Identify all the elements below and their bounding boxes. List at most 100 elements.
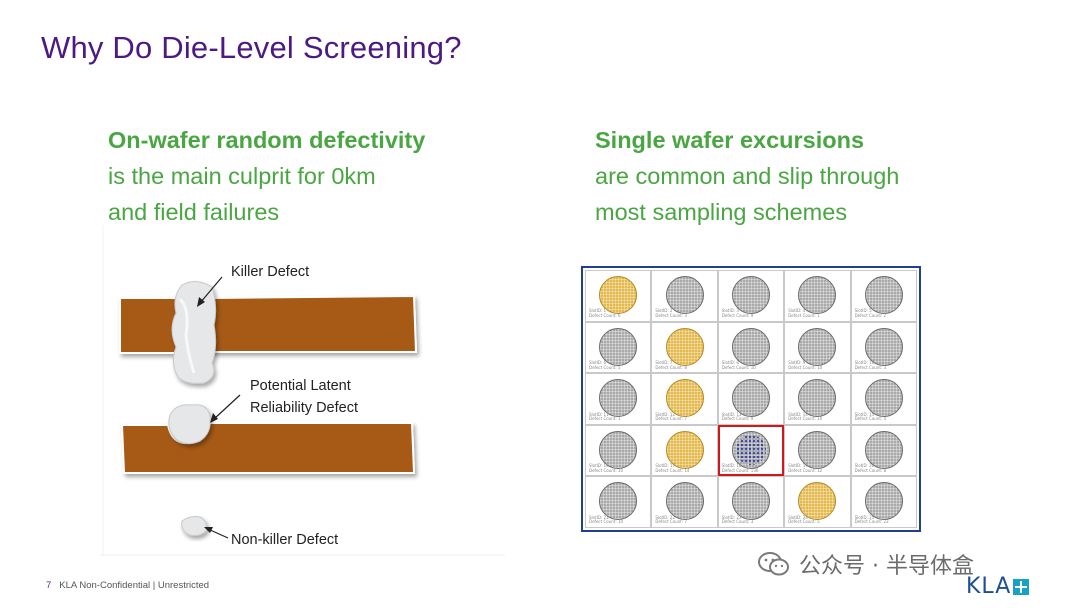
wafer-map-icon [599, 327, 638, 366]
wafer-map-icon [798, 379, 837, 418]
slide-title: Why Do Die-Level Screening? [41, 30, 462, 65]
non-killer-defect-shape [181, 516, 207, 536]
killer-defect-shape [171, 281, 217, 384]
left-lead-text: On-wafer random defectivity [108, 127, 426, 153]
wafer-defect-count: Defect Count: 7 [655, 519, 687, 525]
wafer-slot-id: SlotID: 21 [589, 514, 609, 520]
latent-defect-shape [168, 404, 211, 445]
wafer-slot-id: SlotID: 8 [721, 360, 739, 365]
wafer-defect-count: Defect Count: 3 [721, 519, 754, 525]
left-column-text: On-wafer random defectivity is the main … [108, 122, 425, 230]
wafer-defect-count: Defect Count: 14 [655, 467, 690, 473]
kla-logo-text: KLA [966, 574, 1012, 599]
wafer-slot-id: SlotID: 13 [721, 411, 742, 417]
wafer-defect-count: Defect Count: 22 [854, 519, 889, 525]
wafer-defect-count: Defect Count: 1 [589, 416, 621, 422]
page-number: 7 [46, 580, 52, 591]
kla-logo: KLA [966, 574, 1030, 599]
plus-icon [1013, 578, 1030, 595]
wafer-map-icon [864, 482, 903, 521]
wafer-defect-count: Defect Count: 4 [854, 416, 887, 422]
wafer-slot-id: SlotID: 1 [589, 308, 607, 314]
wafer-map-icon [864, 379, 903, 418]
wafer-slot-id: SlotID: 20 [854, 463, 875, 469]
wafer-map-icon [864, 327, 903, 366]
wafer-slot-id: SlotID: 7 [655, 360, 673, 365]
wafer-map-icon [599, 482, 638, 521]
wafer-defect-count: Defect Count: 5 [589, 364, 621, 370]
wafer-map-icon [731, 276, 770, 314]
wafer-map-icon [731, 482, 770, 521]
wafer-slot-id: SlotID: 3 [721, 308, 739, 314]
wafer-slot-id: SlotID: 22 [655, 514, 676, 520]
wafer-defect-count: Defect Count: 8 [854, 467, 887, 473]
wafer-defect-count: Defect Count: 9 [721, 416, 754, 422]
non-killer-defect-label: Non-killer Defect [231, 532, 338, 548]
right-lead-text: Single wafer excursions [595, 127, 865, 153]
wafer-map-icon [665, 430, 704, 469]
wafer-slot-id: SlotID: 5 [854, 308, 872, 314]
wafer-defect-count: Defect Count: 6 [589, 313, 621, 318]
wafer-defect-count: Defect Count: 1 [788, 313, 820, 318]
wafer-map-icon [798, 482, 837, 521]
wafer-defect-count: Defect Count: 3 [854, 364, 887, 370]
wafer-defect-count: Defect Count: 8 [655, 364, 687, 370]
wafer-slot-id: SlotID: 24 [788, 514, 808, 520]
killer-defect-label: Killer Defect [231, 264, 309, 280]
watermark: 公众号 · 半导体盒 [757, 548, 974, 580]
latent-defect-label-line2: Reliability Defect [250, 400, 358, 416]
right-line-2: are common and slip through [595, 163, 900, 189]
watermark-text: 公众号 · 半导体盒 [799, 554, 974, 579]
metal-line-top [119, 294, 418, 354]
wafer-defect-count: Defect Count: 10 [721, 364, 756, 370]
wafer-slot-id: SlotID: 12 [655, 411, 676, 417]
left-line-3: and field failures [108, 199, 280, 225]
wafer-defect-count: Defect Count: 10 [589, 519, 624, 525]
wafer-slot-id: SlotID: 11 [589, 411, 609, 417]
wafer-map-icon [731, 379, 770, 418]
wafer-slot-id: SlotID: 19 [788, 463, 808, 469]
wafer-slot-id: SlotID: 6 [589, 360, 607, 365]
wafer-map-icon [665, 327, 704, 366]
wafer-slot-id: SlotID: 16 [589, 463, 609, 469]
wafer-defect-count: Defect Count: 7 [655, 416, 687, 422]
wafer-slot-id: SlotID: 17 [655, 463, 676, 469]
